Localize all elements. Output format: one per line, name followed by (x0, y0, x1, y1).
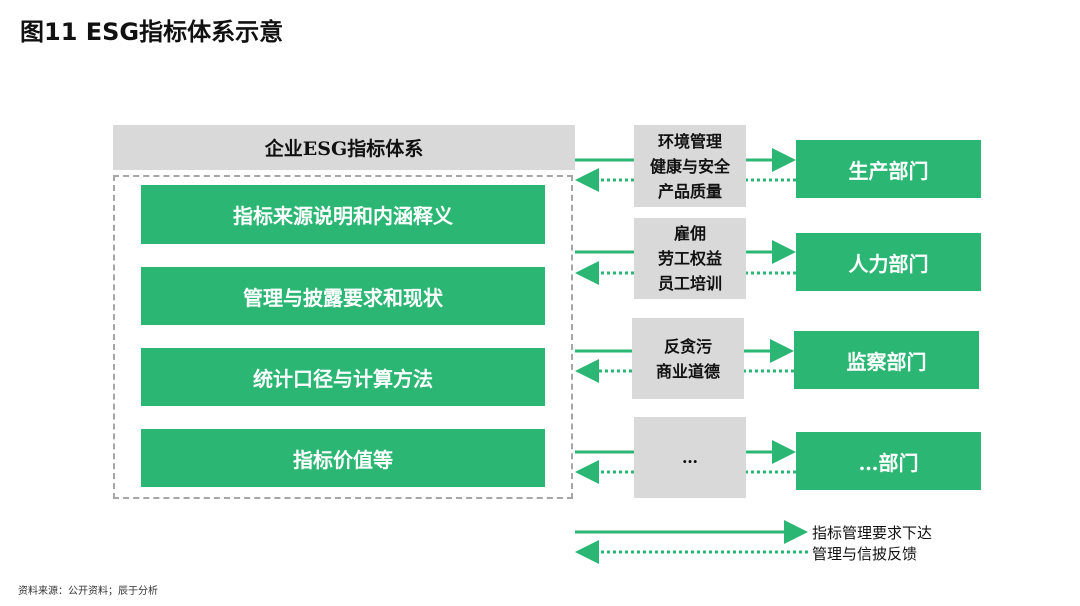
topic-box: 反贪污 商业道德 (632, 318, 744, 399)
topic-box: 雇佣 劳工权益 员工培训 (634, 218, 746, 299)
department-box: 人力部门 (796, 233, 981, 291)
system-item: 管理与披露要求和现状 (141, 267, 545, 325)
legend-dotted-label: 管理与信披反馈 (812, 545, 918, 563)
system-item: 统计口径与计算方法 (141, 348, 545, 406)
department-box: 生产部门 (796, 140, 981, 198)
solid-arrow (575, 148, 808, 544)
figure-title: 图11 ESG指标体系示意 (20, 18, 284, 46)
legend-solid-label: 指标管理要求下达 (812, 524, 933, 542)
topic-box: 环境管理 健康与安全 产品质量 (634, 125, 746, 207)
department-box: 监察部门 (794, 331, 979, 389)
source-note: 资料来源：公开资料；辰于分析 (18, 586, 158, 597)
system-item: 指标价值等 (141, 429, 545, 487)
system-dashed-container (113, 175, 573, 499)
dotted-arrow (575, 168, 808, 564)
system-item: 指标来源说明和内涵释义 (141, 185, 545, 244)
topic-box: … (634, 417, 746, 498)
department-box: …部门 (796, 432, 981, 490)
system-header: 企业ESG指标体系 (113, 125, 575, 170)
